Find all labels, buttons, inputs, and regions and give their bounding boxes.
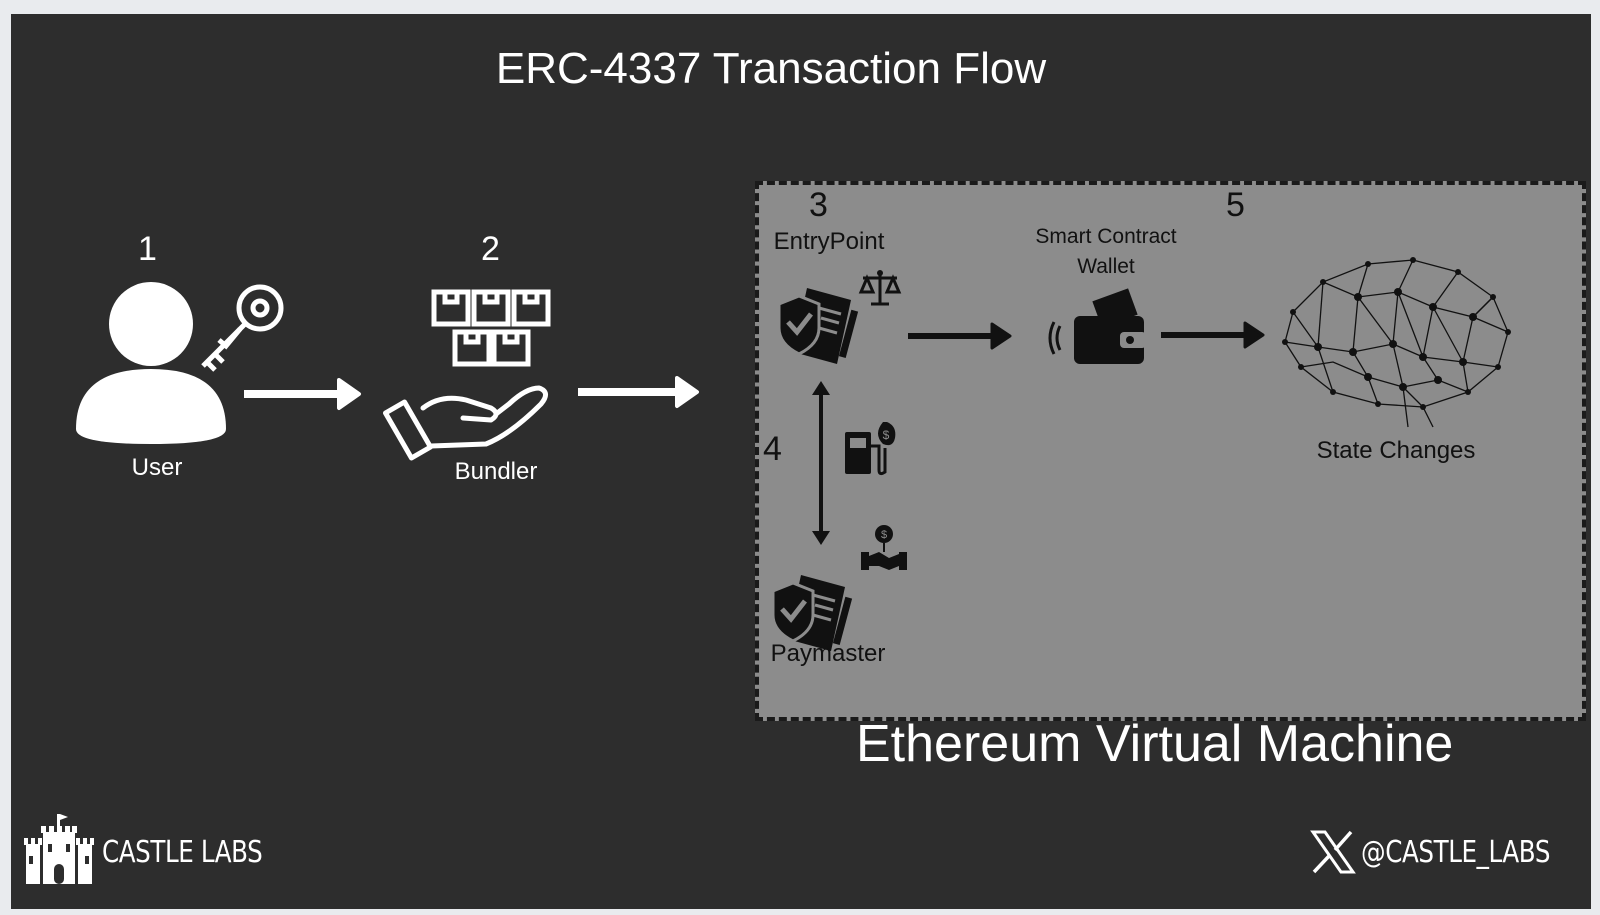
arrow-entrypoint-to-wallet	[908, 322, 1012, 350]
fuel-pump-icon: $	[845, 422, 896, 476]
step-number-5: 5	[1226, 186, 1245, 224]
handshake-icon: $	[861, 525, 907, 570]
hand-icon	[382, 385, 548, 461]
paymaster-contract-icon	[771, 575, 853, 651]
scale-icon	[858, 270, 902, 306]
arrow-user-to-bundler	[244, 378, 361, 410]
diagram-canvas: ERC-4337 Transaction Flow 1 User 2	[11, 14, 1591, 909]
entrypoint-label: EntryPoint	[773, 228, 885, 255]
wallet-label-line2: Wallet	[1077, 255, 1135, 278]
castle-logo	[24, 814, 94, 884]
user-label: User	[131, 454, 183, 481]
evm-box	[755, 181, 1586, 721]
social-handle[interactable]: @CASTLE_LABS	[1361, 835, 1551, 870]
arrow-bundler-to-evm	[578, 376, 699, 408]
arrow-entrypoint-paymaster	[812, 381, 830, 545]
state-changes-label: State Changes	[1316, 437, 1476, 464]
step-number-4: 4	[763, 430, 782, 468]
diagram-title: ERC-4337 Transaction Flow	[495, 44, 1047, 93]
contract-icon	[777, 288, 859, 364]
x-logo	[1310, 830, 1356, 874]
brain-network-icon	[1282, 257, 1511, 428]
step-number-1: 1	[138, 230, 157, 268]
key-icon	[201, 284, 284, 372]
svg-text:$: $	[883, 428, 890, 442]
step-number-3: 3	[809, 186, 828, 224]
arrow-wallet-to-state	[1161, 321, 1265, 349]
wallet-icon	[1048, 288, 1146, 364]
packages-icon	[431, 289, 551, 367]
user-icon	[76, 282, 226, 444]
wallet-label-line1: Smart Contract	[1035, 225, 1177, 248]
bundler-label: Bundler	[454, 458, 538, 485]
brand-name: CASTLE LABS	[102, 835, 263, 870]
paymaster-label: Paymaster	[770, 640, 886, 667]
wallet-label: Smart Contract Wallet	[1026, 222, 1186, 282]
svg-text:$: $	[881, 529, 887, 541]
evm-label: Ethereum Virtual Machine	[856, 715, 1454, 773]
step-number-2: 2	[481, 230, 500, 268]
